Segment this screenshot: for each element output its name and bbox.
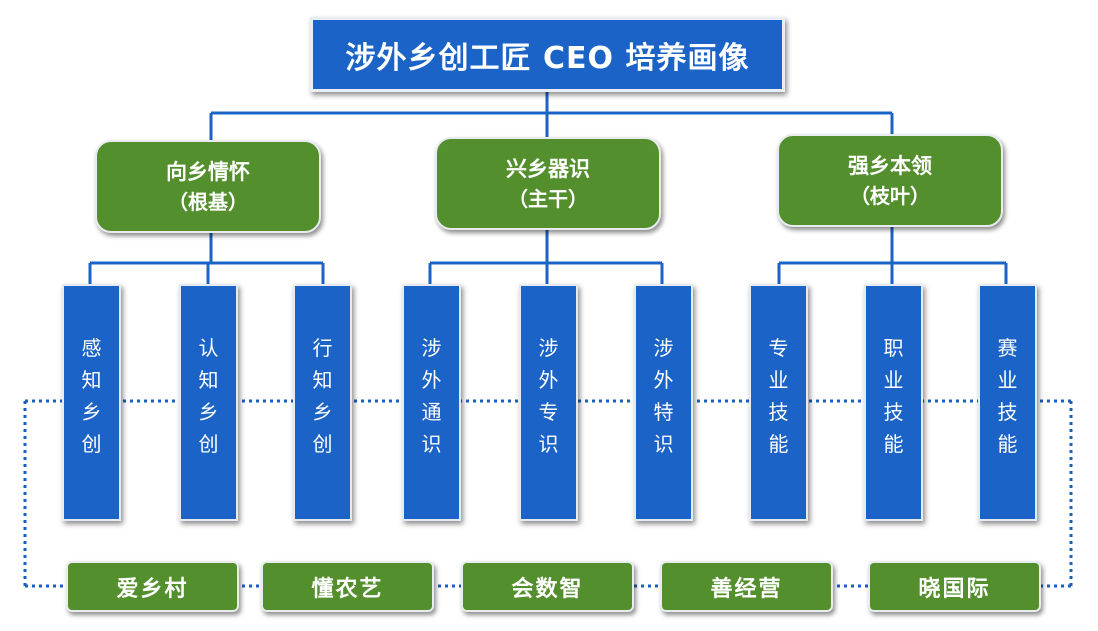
leaf-label: 赛业技能 [980,332,1035,460]
leaf-label: 行知乡创 [295,332,350,460]
leaf-char: 业 [883,368,904,392]
bottom-item: 晓国际 [868,561,1041,612]
leaf-bar: 认知乡创 [179,284,238,521]
leaf-char: 技 [883,400,904,424]
leaf-bar: 涉外通识 [402,284,461,521]
bottom-item: 爱乡村 [66,561,239,612]
diagram-title: 涉外乡创工匠 CEO 培养画像 [310,17,785,92]
leaf-label: 涉外特识 [636,332,691,460]
pillar-1-name: 向乡情怀 [166,159,250,184]
leaf-char: 乡 [312,400,333,424]
leaf-char: 通 [421,400,442,424]
leaf-char: 创 [81,432,102,456]
leaf-char: 外 [421,368,442,392]
leaf-bar: 涉外特识 [634,284,693,521]
leaf-char: 业 [768,368,789,392]
leaf-label: 涉外通识 [404,332,459,460]
leaf-label: 职业技能 [866,332,921,460]
leaf-char: 外 [538,368,559,392]
leaf-char: 技 [997,400,1018,424]
pillar-2-sub: （主干） [508,186,588,211]
leaf-label: 感知乡创 [64,332,119,460]
pillar-box-3: 强乡本领 （枝叶） [777,134,1003,227]
leaf-char: 识 [653,432,674,456]
leaf-char: 外 [653,368,674,392]
leaf-char: 能 [883,432,904,456]
pillar-box-1: 向乡情怀 （根基） [95,140,321,233]
leaf-bar: 职业技能 [864,284,923,521]
leaf-char: 涉 [538,336,559,360]
leaf-char: 识 [421,432,442,456]
leaf-char: 感 [81,336,102,360]
leaf-char: 涉 [421,336,442,360]
bottom-item: 会数智 [461,561,634,612]
leaf-char: 职 [883,336,904,360]
leaf-char: 认 [198,336,219,360]
pillar-3-name: 强乡本领 [848,153,932,178]
leaf-char: 赛 [997,336,1018,360]
leaf-char: 行 [312,336,333,360]
pillar-1-sub: （根基） [168,189,248,214]
leaf-char: 业 [997,368,1018,392]
leaf-label: 涉外专识 [521,332,576,460]
leaf-bar: 行知乡创 [293,284,352,521]
leaf-char: 专 [768,336,789,360]
leaf-label: 认知乡创 [181,332,236,460]
leaf-char: 涉 [653,336,674,360]
leaf-bar: 涉外专识 [519,284,578,521]
leaf-char: 创 [198,432,219,456]
leaf-char: 知 [81,368,102,392]
pillar-3-sub: （枝叶） [850,183,930,208]
leaf-char: 创 [312,432,333,456]
bottom-item: 善经营 [660,561,833,612]
leaf-bar: 专业技能 [749,284,808,521]
leaf-label: 专业技能 [751,332,806,460]
leaf-char: 识 [538,432,559,456]
leaf-char: 特 [653,400,674,424]
leaf-bar: 感知乡创 [62,284,121,521]
leaf-char: 专 [538,400,559,424]
leaf-bar: 赛业技能 [978,284,1037,521]
leaf-char: 知 [198,368,219,392]
leaf-char: 能 [997,432,1018,456]
leaf-char: 知 [312,368,333,392]
pillar-box-2: 兴乡器识 （主干） [435,137,661,230]
leaf-char: 乡 [198,400,219,424]
bottom-item: 懂农艺 [261,561,434,612]
leaf-char: 能 [768,432,789,456]
leaf-char: 技 [768,400,789,424]
pillar-2-name: 兴乡器识 [506,156,590,181]
leaf-char: 乡 [81,400,102,424]
